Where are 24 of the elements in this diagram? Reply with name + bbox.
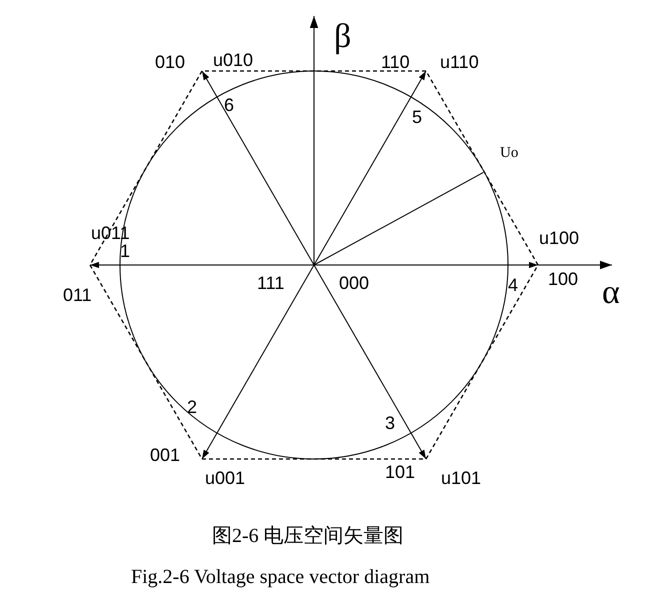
vector-label: u010 [213, 51, 254, 69]
vector-label: 100 [548, 270, 578, 288]
vector-label: u001 [205, 469, 246, 487]
caption-text: 图2-6 电压空间矢量图 [212, 526, 404, 546]
vector-label: u101 [441, 469, 482, 487]
vector-label: Uo [500, 146, 518, 161]
vector-label: 110 [381, 53, 410, 71]
vector-label: 3 [385, 414, 396, 432]
vector-label: 101 [385, 463, 416, 481]
vector-label: α [602, 276, 620, 310]
vector-label: 011 [63, 286, 92, 304]
vector-label: u110 [440, 53, 479, 71]
vector-label: u100 [539, 229, 580, 247]
vector-label: 010 [155, 53, 186, 71]
vector-label: 4 [508, 276, 518, 294]
vector-label: 1 [120, 242, 130, 260]
vector-label: 2 [187, 398, 198, 416]
vector-label: β [334, 20, 352, 54]
vector-label: 000 [339, 274, 370, 292]
vector-label: 6 [224, 96, 234, 114]
vector-label: 5 [412, 108, 422, 126]
vector-label: 111 [257, 274, 284, 292]
caption-text: Fig.2-6 Voltage space vector diagram [131, 567, 430, 587]
vector-label: 001 [150, 446, 180, 464]
